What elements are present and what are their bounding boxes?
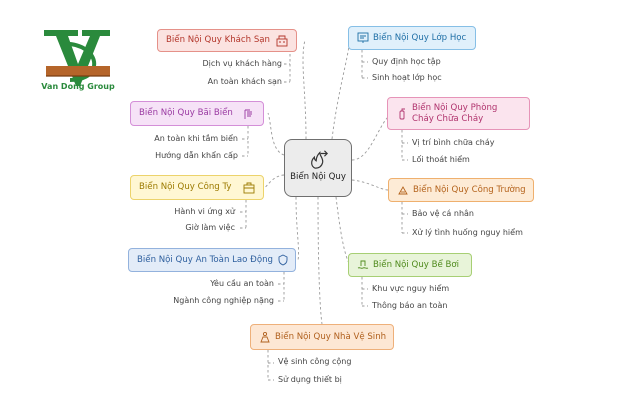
van-dong-logo [44,30,110,86]
pool-icon [357,260,369,269]
center-label: Biển Nội Quy [290,172,346,182]
leaf-an-toan-lao-dong-2: Ngành công nghiệp nặng [173,296,274,305]
branch-lop-hoc-label: Biển Nội Quy Lớp Học [373,32,467,43]
leaf-pccc-1: Vị trí bình chữa cháy [412,138,495,147]
center-node: Biển Nội Quy [284,139,352,197]
branch-bai-bien-label: Biển Nội Quy Bãi Biển [139,108,233,119]
leaf-cong-truong-2: Xử lý tình huống nguy hiểm [412,228,523,237]
branch-nha-ve-sinh[interactable]: Biển Nội Quy Nhà Vệ Sinh [250,324,394,350]
beach-icon [244,109,252,119]
branch-pccc[interactable]: Biển Nội Quy Phòng Cháy Chữa Cháy [387,97,530,130]
branch-cong-truong-label: Biển Nội Quy Công Trường [413,184,526,195]
branch-lop-hoc[interactable]: Biển Nội Quy Lớp Học [348,26,476,50]
leaf-pccc-2: Lối thoát hiểm [412,155,470,164]
branch-an-toan-lao-dong-label: Biển Nội Quy An Toàn Lao Động [137,254,273,265]
branch-cong-truong[interactable]: Biển Nội Quy Công Trường [388,178,534,202]
leaf-cong-truong-1: Bảo vệ cá nhân [412,209,474,218]
branch-pccc-label: Biển Nội Quy Phòng Cháy Chữa Cháy [412,103,498,124]
branch-be-boi-label: Biển Nội Quy Bể Bơi [373,259,460,270]
hotel-icon [276,35,288,46]
leaf-bai-bien-2: Hướng dẫn khẩn cấp [155,151,238,160]
leaf-be-boi-1: Khu vực nguy hiểm [372,284,450,293]
leaf-lop-hoc-1: Quy định học tập [372,57,441,66]
fire-arrow-icon [311,150,329,169]
logo-caption: Van Dong Group [41,82,115,91]
leaf-nha-ve-sinh-1: Vệ sinh công cộng [278,357,352,366]
branch-cong-ty-label: Biển Nội Quy Công Ty [139,182,232,193]
leaf-be-boi-2: Thông báo an toàn [372,301,448,310]
leaf-nha-ve-sinh-2: Sử dụng thiết bị [278,375,342,384]
safety-icon [278,254,288,266]
fire-extinguisher-icon [399,108,405,119]
office-icon [243,182,255,193]
leaf-bai-bien-1: An toàn khi tắm biển [154,134,238,143]
classroom-icon [357,32,369,43]
leaf-khach-san-2: An toàn khách sạn [207,77,282,86]
branch-cong-ty[interactable]: Biển Nội Quy Công Ty [130,175,264,200]
branch-nha-ve-sinh-label: Biển Nội Quy Nhà Vệ Sinh [275,331,387,342]
branch-khach-san[interactable]: Biển Nội Quy Khách Sạn [157,29,297,52]
branch-bai-bien[interactable]: Biển Nội Quy Bãi Biển [130,101,264,126]
branch-be-boi[interactable]: Biển Nội Quy Bể Bơi [348,253,472,277]
restroom-icon [260,331,270,343]
branch-khach-san-label: Biển Nội Quy Khách Sạn [166,35,271,46]
leaf-khach-san-1: Dịch vụ khách hàng [202,59,282,68]
leaf-an-toan-lao-dong-1: Yêu cầu an toàn [210,279,274,288]
leaf-lop-hoc-2: Sinh hoạt lớp học [372,73,442,82]
branch-an-toan-lao-dong[interactable]: Biển Nội Quy An Toàn Lao Động [128,248,296,272]
leaf-cong-ty-1: Hành vi ứng xử [174,207,235,216]
construction-icon [398,186,408,195]
leaf-cong-ty-2: Giờ làm việc [185,223,235,232]
